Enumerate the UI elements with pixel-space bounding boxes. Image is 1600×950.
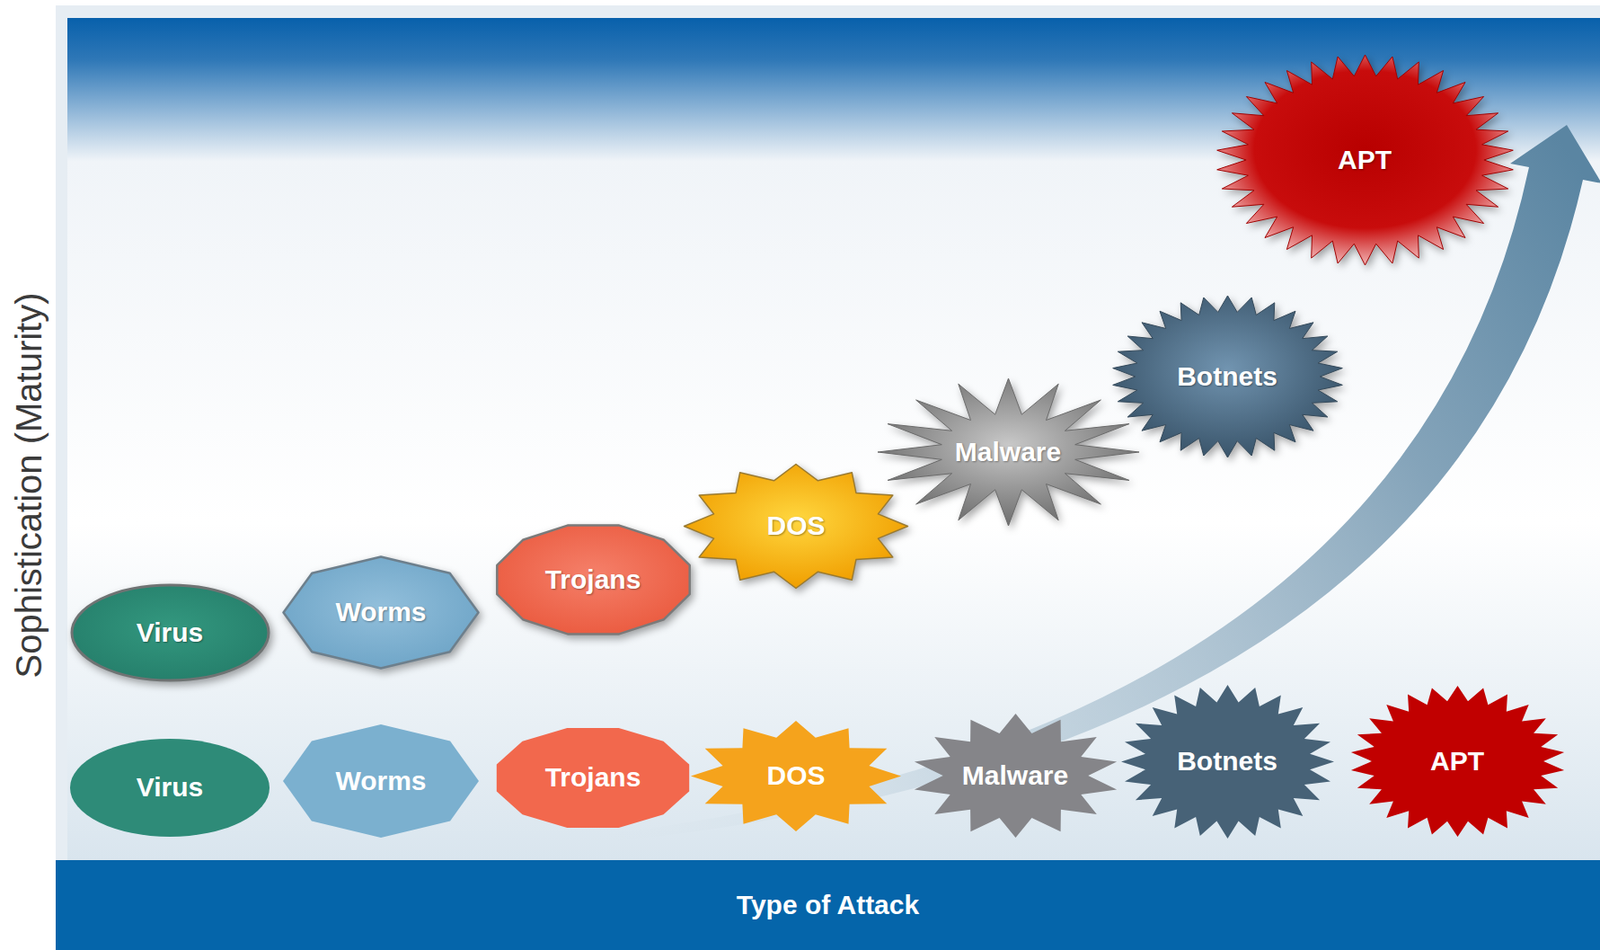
- axis-band: Type of Attack: [55, 859, 1600, 950]
- attack-shape: Worms: [282, 723, 480, 839]
- attack-shape: Malware: [910, 712, 1121, 839]
- shape-fill: [913, 713, 1116, 838]
- attack-label: Virus: [136, 617, 204, 649]
- attack-shape: Worms: [280, 553, 482, 672]
- shape-fill: [496, 727, 690, 828]
- attack-label: Botnets: [1176, 361, 1278, 393]
- attack-shape: DOS: [689, 719, 902, 832]
- shape-fill: [71, 584, 269, 681]
- shape-fill: [1121, 684, 1335, 839]
- attack-label: APT: [1430, 745, 1485, 778]
- trend-arrow: [571, 124, 1600, 846]
- panel: [67, 17, 1600, 860]
- attack-shape: DOS: [681, 461, 911, 591]
- attack-label: Malware: [954, 436, 1061, 469]
- axis-label: Sophistication (Maturity): [8, 291, 50, 678]
- attack-label: DOS: [766, 760, 825, 792]
- axis-title: Type of Attack: [736, 889, 920, 921]
- attack-label: Trojans: [545, 761, 642, 794]
- attack-label: Worms: [335, 596, 426, 628]
- shape-fill: [690, 720, 902, 831]
- frame: [55, 5, 1600, 860]
- shape-fill: [496, 525, 690, 635]
- attack-label: APT: [1337, 144, 1392, 177]
- attack-shape: Trojans: [492, 724, 694, 831]
- shape-fill: [1112, 295, 1343, 458]
- shape-fill: [70, 738, 270, 837]
- attack-shape: Virus: [69, 737, 271, 838]
- shape-fill: [877, 378, 1140, 526]
- shape-fill: [1216, 54, 1513, 266]
- shape-fill: [684, 463, 909, 588]
- attack-label: Virus: [136, 771, 204, 804]
- attack-label: Worms: [335, 765, 426, 797]
- attack-label: Malware: [962, 760, 1069, 792]
- attack-shape: Malware: [875, 376, 1141, 528]
- attack-shape: Trojans: [490, 520, 697, 639]
- attack-shape: APT: [1214, 53, 1516, 267]
- attack-shape: Botnets: [1110, 293, 1345, 460]
- shape-fill: [283, 556, 479, 668]
- attack-label: Trojans: [545, 564, 642, 596]
- attack-shape: Botnets: [1120, 683, 1335, 840]
- attack-label: DOS: [766, 510, 825, 542]
- attack-label: Botnets: [1176, 745, 1278, 778]
- shape-fill: [282, 724, 479, 838]
- attack-shape: APT: [1349, 684, 1566, 838]
- shape-fill: [1350, 685, 1564, 837]
- attack-shape: Virus: [68, 581, 273, 684]
